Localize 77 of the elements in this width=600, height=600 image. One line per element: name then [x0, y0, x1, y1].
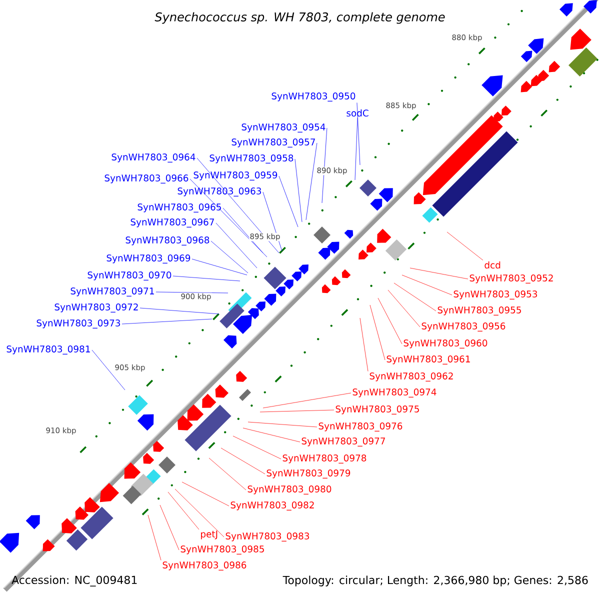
- leader-line: [182, 482, 230, 506]
- gene-label: SynWH7803_0953: [454, 290, 538, 300]
- leader-line: [222, 208, 264, 254]
- title: Synechococcus sp. WH 7803, complete genome: [154, 12, 445, 24]
- leader-line: [248, 422, 318, 428]
- leader-line: [168, 492, 200, 530]
- gene-label: SynWH7803_0986: [162, 562, 246, 570]
- leader-line: [356, 102, 360, 166]
- leader-line: [156, 292, 228, 294]
- gene-label: sodC: [346, 109, 368, 117]
- gene-label: SynWH7803_0983: [226, 532, 309, 542]
- gene-label: SynWH7803_0964: [112, 153, 196, 162]
- leader-line: [354, 118, 358, 180]
- gene-label: SynWH7803_0985: [180, 546, 264, 554]
- accession-text: Accession: NC_009481: [12, 576, 137, 586]
- leader-line: [160, 504, 180, 550]
- gene-label: SynWH7803_0966: [104, 174, 188, 184]
- leader-line: [208, 458, 246, 490]
- gene-label: petJ: [201, 530, 218, 540]
- gene-label: SynWH7803_0961: [386, 356, 470, 364]
- leader-line: [122, 318, 212, 324]
- leader-line: [306, 142, 318, 220]
- leader-line: [210, 240, 248, 274]
- gene-label: SynWH7803_0962: [370, 372, 453, 382]
- gene-label: SynWH7803_0974: [352, 388, 436, 398]
- leader-line: [378, 298, 402, 344]
- gene-label: SynWH7803_0980: [248, 486, 332, 494]
- leader-line: [220, 448, 266, 474]
- leader-line: [388, 290, 420, 328]
- leader-line: [174, 488, 224, 538]
- gene-label: SynWH7803_0971: [70, 288, 154, 296]
- leader-line: [322, 128, 328, 204]
- genome-info-text: Topology: circular; Length: 2,366,980 bp; Genes: 2,586: [282, 576, 588, 586]
- leader-line: [140, 308, 220, 314]
- leader-line: [190, 178, 268, 258]
- gene-label: SynWH7803_0967: [130, 218, 214, 228]
- leader-line: [216, 222, 258, 268]
- gene-label: SynWH7803_0960: [404, 340, 488, 348]
- gene-label: SynWH7803_0981: [6, 346, 90, 354]
- leader-line: [394, 282, 436, 312]
- gene-label: SynWH7803_0982: [230, 502, 314, 510]
- gene-label: SynWH7803_0958: [210, 154, 294, 164]
- gene-label: SynWH7803_0963: [178, 187, 261, 196]
- leader-line: [410, 268, 468, 280]
- gene-label: SynWH7803_0954: [242, 123, 326, 132]
- gene-label: SynWH7803_0968: [126, 236, 210, 246]
- leader-line: [232, 436, 282, 460]
- gene-label: SynWH7803_0957: [232, 138, 315, 148]
- leader-line: [370, 304, 386, 360]
- leader-line: [196, 158, 280, 254]
- gene-label: SynWH7803_0972: [54, 304, 138, 312]
- gene-label: SynWH7803_0959: [194, 171, 278, 180]
- gene-label: SynWH7803_0952: [470, 274, 553, 284]
- gene-label: SynWH7803_0955: [438, 306, 521, 316]
- leader-line: [148, 514, 162, 560]
- leader-line: [294, 158, 302, 222]
- gene-label: SynWH7803_0950: [272, 92, 356, 102]
- gene-label: SynWH7803_0976: [318, 422, 402, 432]
- gene-label: SynWH7803_0970: [88, 272, 172, 280]
- gene-label: SynWH7803_0973: [36, 320, 120, 328]
- leader-line: [446, 232, 484, 260]
- gene-label: SynWH7803_0977: [302, 438, 385, 446]
- leader-line: [92, 350, 126, 390]
- leader-line: [262, 392, 352, 408]
- gene-label: SynWH7803_0956: [422, 322, 506, 332]
- gene-label: SynWH7803_0978: [282, 454, 366, 464]
- gene-label: SynWH7803_0979: [266, 470, 350, 478]
- leader-line: [278, 176, 298, 228]
- gene-label: dcd: [484, 261, 500, 269]
- leader-line: [242, 428, 300, 442]
- leader-line: [172, 276, 240, 282]
- gene-label: SynWH7803_0975: [336, 406, 419, 414]
- leader-line: [192, 258, 248, 276]
- gene-label: SynWH7803_0969: [106, 254, 190, 264]
- leader-line: [402, 274, 452, 296]
- leader-line: [360, 318, 368, 372]
- leader-line: [260, 410, 334, 412]
